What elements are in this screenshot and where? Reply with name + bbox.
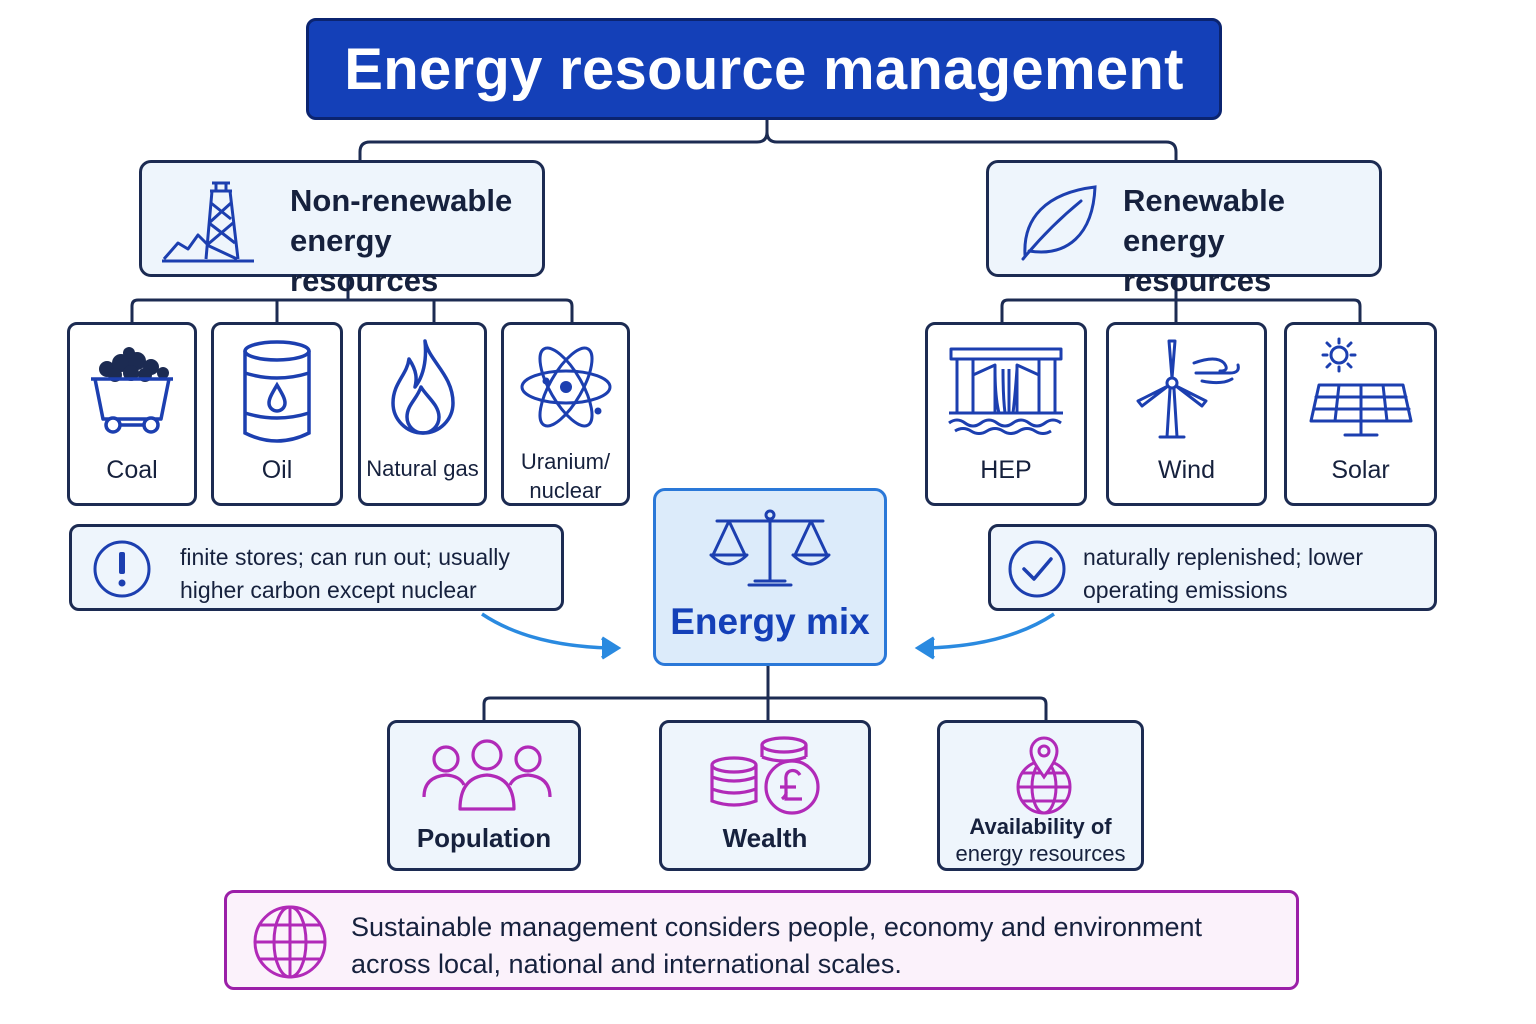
renewable-heading-line-1: Renewable [1123,183,1285,218]
renewable-heading: Renewable energy resources [1123,181,1379,301]
wind-card: Wind [1106,322,1267,506]
uranium-nuclear-card: Uranium/ nuclear [501,322,630,506]
wealth-card: Wealth [659,720,871,871]
hep-card: HEP [925,322,1087,506]
energy-mix-label: Energy mix [670,601,870,642]
title-branch-connector [358,120,1178,160]
nonrenewable-heading-line-1: Non-renewable [290,183,513,218]
solar-card: Solar [1284,322,1437,506]
nonrenewable-to-mix-arrow [481,612,611,650]
oil-rig-icon [162,181,254,263]
balance-scale-icon [709,509,831,587]
renewable-branch-connector [1000,276,1362,322]
oil-card: Oil [211,322,343,506]
sustainability-text: Sustainable management considers people,… [351,909,1202,983]
renewable-heading-line-2: energy resources [1123,223,1272,298]
uranium-nuclear-label-line-1: Uranium/ [520,449,611,474]
sustainability-banner: Sustainable management considers people,… [224,890,1299,990]
availability-label: Availability of energy resources [940,813,1141,867]
nonrenewable-note-line-1: finite stores; can run out; usually [180,544,510,570]
check-circle-icon [1008,540,1066,598]
nonrenewable-heading: Non-renewable energy resources [290,181,542,301]
coal-cart-icon [91,347,173,434]
nonrenewable-to-mix-arrowhead [601,636,622,660]
exclamation-icon [93,540,151,598]
availability-card: Availability of energy resources [937,720,1144,871]
coal-label: Coal [106,456,158,484]
coal-card: Coal [67,322,197,506]
wealth-label: Wealth [722,823,808,853]
page-title: Energy resource management [344,36,1184,102]
oil-barrel-icon [243,340,311,443]
uranium-nuclear-label-line-2: nuclear [529,478,602,503]
wind-turbine-icon [1136,339,1240,439]
leaf-icon [1021,185,1097,261]
population-card: Population [387,720,581,871]
solar-panel-icon [1309,337,1412,437]
renewable-to-mix-arrow [925,612,1055,650]
nonrenewable-branch-connector [130,276,574,322]
energy-mix-box: Energy mix [653,488,887,666]
nonrenewable-note-text: finite stores; can run out; usually high… [180,541,510,607]
availability-label-line-2: energy resources [955,841,1126,866]
renewable-note-text: naturally replenished; lower operating e… [1083,541,1363,607]
solar-label: Solar [1331,456,1390,484]
globe-pin-icon [1016,736,1072,815]
renewable-to-mix-arrowhead [914,636,935,660]
atom-icon [520,346,611,428]
coins-pound-icon [710,736,820,815]
natural-gas-label: Natural gas [366,456,479,481]
hep-label: HEP [980,456,1032,484]
uranium-nuclear-label: Uranium/ nuclear [504,447,627,505]
natural-gas-card: Natural gas [358,322,487,506]
renewable-note: naturally replenished; lower operating e… [988,524,1437,611]
globe-icon [253,905,327,979]
renewable-note-line-2: operating emissions [1083,577,1288,603]
oil-label: Oil [261,456,293,484]
dam-icon [948,347,1063,435]
wind-label: Wind [1158,456,1215,484]
population-label: Population [416,823,552,853]
nonrenewable-heading-line-2: energy resources [290,223,439,298]
renewable-note-line-1: naturally replenished; lower [1083,544,1363,570]
nonrenewable-note: finite stores; can run out; usually high… [69,524,564,611]
availability-label-line-1: Availability of [969,814,1112,839]
people-icon [422,739,552,811]
title-banner: Energy resource management [306,18,1222,120]
sustainability-line-2: across local, national and international… [351,949,902,979]
mix-branch-connector [482,666,1048,720]
nonrenewable-category: Non-renewable energy resources [139,160,545,298]
renewable-category: Renewable energy resources [986,160,1382,298]
nonrenewable-note-line-2: higher carbon except nuclear [180,577,477,603]
flame-icon [390,339,455,435]
sustainability-line-1: Sustainable management considers people,… [351,912,1203,942]
